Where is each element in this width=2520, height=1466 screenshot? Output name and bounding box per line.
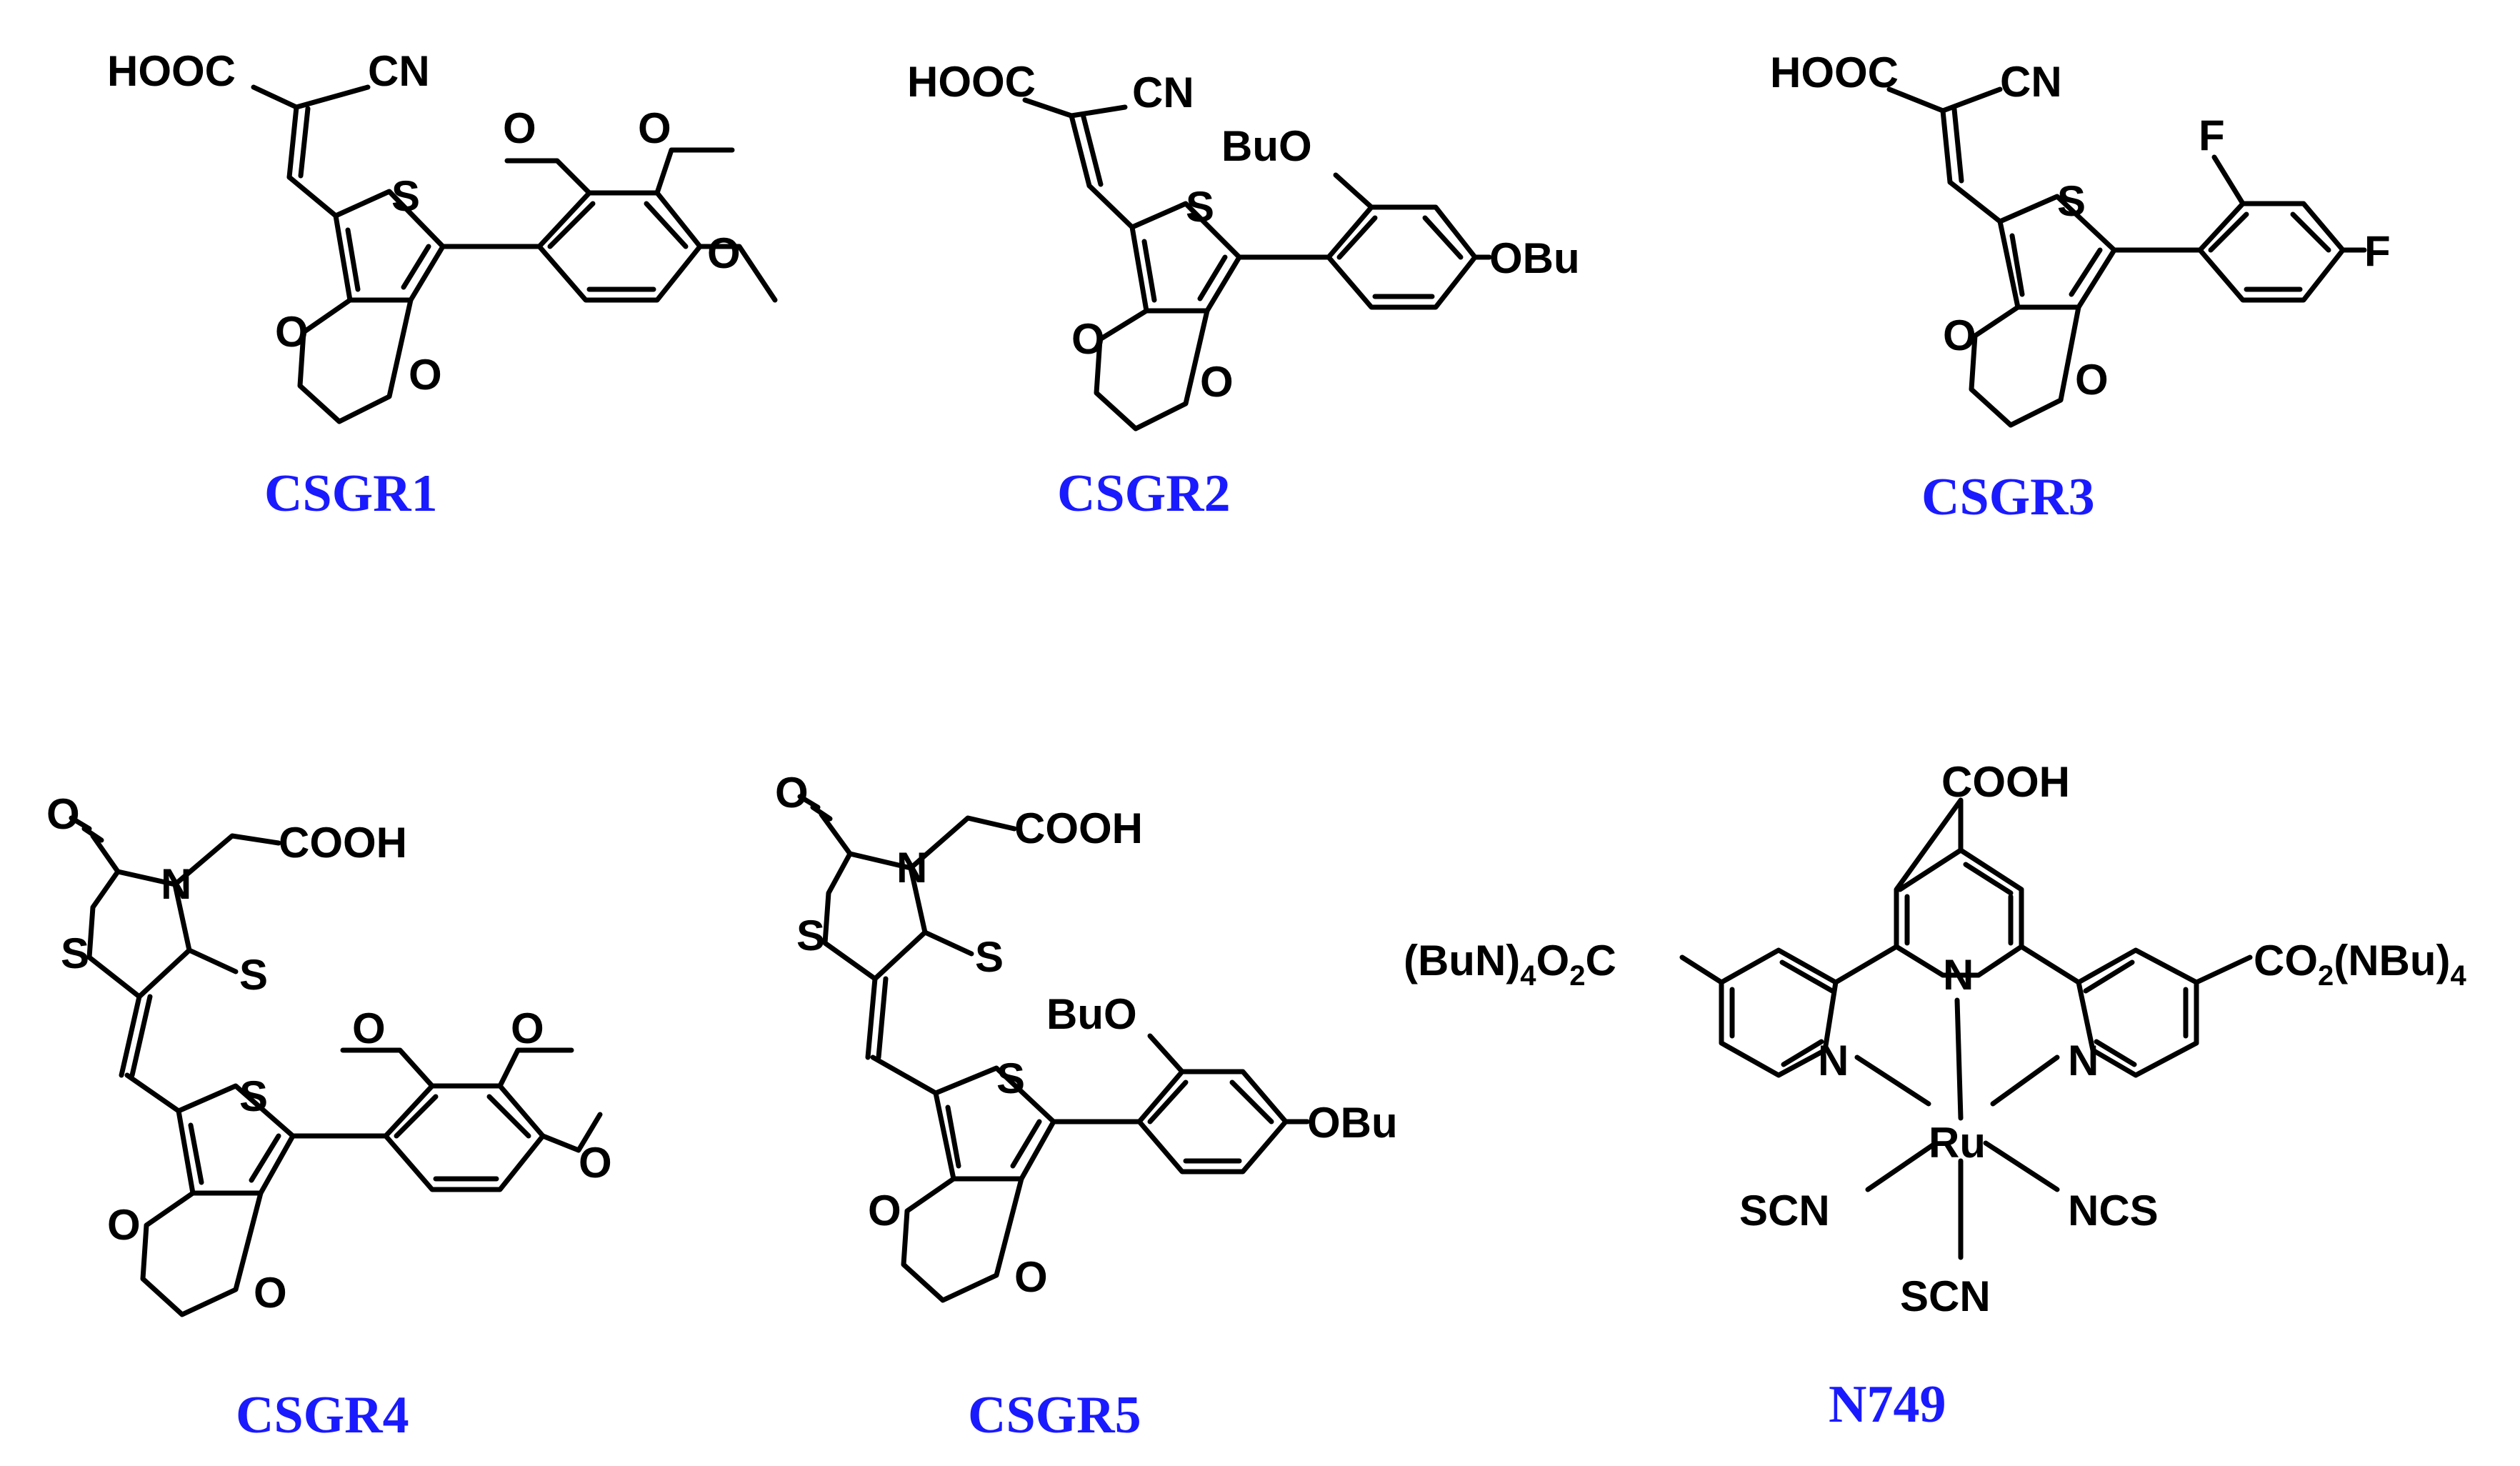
oxygen-label: O bbox=[868, 1187, 901, 1235]
left-ester-label: (BuN)4O2C bbox=[1404, 937, 1616, 992]
oxygen-label: O bbox=[46, 790, 80, 838]
oxygen-label: O bbox=[638, 104, 671, 152]
molecule-csgr1: HOOC CN S O O O O O CSGR1 bbox=[107, 47, 778, 523]
caption-csgr3: CSGR3 bbox=[1921, 468, 2095, 527]
cn-label: CN bbox=[368, 47, 430, 95]
oxygen-label: O bbox=[1071, 315, 1105, 363]
oxygen-label: O bbox=[2075, 356, 2109, 404]
sulfur-label: S bbox=[975, 933, 1004, 981]
sulfur-label: S bbox=[239, 951, 268, 999]
sulfur-label: S bbox=[796, 912, 825, 959]
caption-csgr1: CSGR1 bbox=[264, 464, 438, 523]
butoxy-label: BuO bbox=[1046, 990, 1137, 1038]
oxygen-label: O bbox=[1200, 358, 1234, 406]
oxygen-label: O bbox=[579, 1139, 612, 1187]
nitrogen-label: N bbox=[896, 844, 927, 892]
oxygen-label: O bbox=[275, 308, 309, 356]
molecule-csgr3: HOOC CN S F F O O CSGR3 bbox=[1770, 49, 2391, 527]
nitrogen-label: N bbox=[1818, 1037, 1849, 1084]
cooh-label: COOH bbox=[1941, 758, 2070, 806]
thiocyanate-label: NCS bbox=[2068, 1187, 2159, 1235]
oxygen-label: O bbox=[1014, 1253, 1048, 1301]
fluorine-label: F bbox=[2364, 227, 2391, 275]
cooh-label: COOH bbox=[279, 819, 407, 867]
caption-csgr5: CSGR5 bbox=[968, 1386, 1141, 1445]
oxygen-label: O bbox=[775, 769, 809, 817]
molecule-csgr2: HOOC CN S BuO OBu O O CSGR2 bbox=[907, 58, 1580, 523]
sulfur-label: S bbox=[61, 929, 89, 977]
molecule-n749: COOH N N N Ru SCN NCS SCN (BuN)4O2C CO2(… bbox=[1404, 758, 2467, 1434]
butoxy-label: OBu bbox=[1307, 1099, 1398, 1147]
oxygen-label: O bbox=[409, 351, 442, 399]
sulfur-label: S bbox=[391, 172, 420, 220]
butoxy-label: OBu bbox=[1489, 234, 1580, 282]
molecule-csgr4: O N S S COOH S O O O O O CSGR4 bbox=[46, 790, 612, 1445]
oxygen-label: O bbox=[707, 229, 741, 277]
sulfur-label: S bbox=[2057, 177, 2086, 225]
nitrogen-label: N bbox=[2068, 1037, 2099, 1084]
oxygen-label: O bbox=[511, 1004, 544, 1052]
cooh-label: HOOC bbox=[1770, 49, 1899, 96]
oxygen-label: O bbox=[1943, 311, 1976, 359]
fluorine-label: F bbox=[2199, 111, 2225, 159]
oxygen-label: O bbox=[503, 104, 536, 152]
caption-n749: N749 bbox=[1829, 1375, 1946, 1434]
nitrogen-label: N bbox=[161, 860, 191, 908]
ruthenium-label: Ru bbox=[1929, 1119, 1986, 1167]
sulfur-label: S bbox=[239, 1072, 268, 1120]
oxygen-label: O bbox=[107, 1201, 141, 1249]
cn-label: CN bbox=[2000, 58, 2062, 106]
caption-csgr4: CSGR4 bbox=[236, 1386, 409, 1445]
butoxy-label: BuO bbox=[1221, 122, 1312, 170]
cooh-label: HOOC bbox=[107, 47, 236, 95]
thiocyanate-label: SCN bbox=[1900, 1272, 1991, 1320]
oxygen-label: O bbox=[254, 1269, 287, 1317]
sulfur-label: S bbox=[1186, 183, 1214, 231]
sulfur-label: S bbox=[996, 1054, 1025, 1102]
oxygen-label: O bbox=[352, 1004, 386, 1052]
cooh-label: COOH bbox=[1014, 804, 1143, 852]
caption-csgr2: CSGR2 bbox=[1057, 464, 1231, 523]
cn-label: CN bbox=[1132, 69, 1194, 116]
nitrogen-label: N bbox=[1943, 951, 1974, 999]
cooh-label: HOOC bbox=[907, 58, 1036, 106]
right-ester-label: CO2(NBu)4 bbox=[2254, 937, 2467, 992]
thiocyanate-label: SCN bbox=[1739, 1187, 1830, 1235]
molecule-csgr5: O N S S COOH S BuO OBu O O CSGR5 bbox=[775, 769, 1398, 1445]
